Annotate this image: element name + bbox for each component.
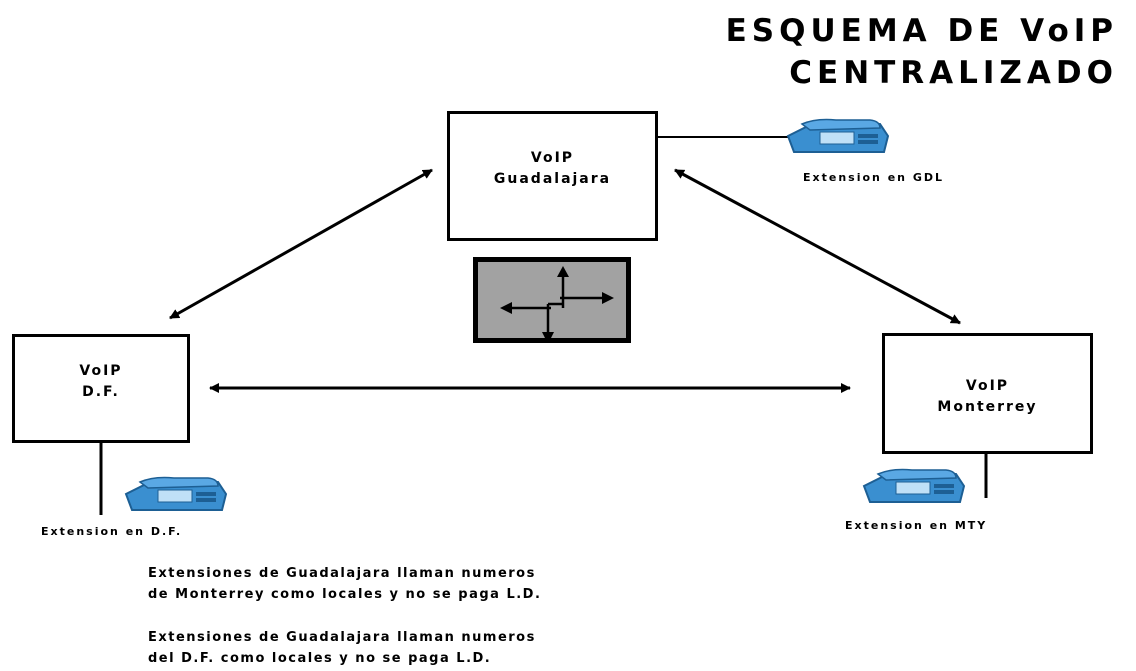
node-label-line-1: VoIP [79,363,123,379]
telephone-icon [124,476,228,511]
link-gdl-df [169,168,433,320]
note-line: Extensiones de Guadalajara llaman numero… [148,566,536,581]
telephone-icon [862,468,966,503]
note-line: de Monterrey como locales y no se paga L… [148,587,542,602]
node-voip-monterrey: VoIP Monterrey [882,333,1093,454]
node-voip-df: VoIP D.F. [12,334,190,443]
title-line-1: ESQUEMA DE VoIP [725,13,1118,49]
note-line: Extensiones de Guadalajara llaman numero… [148,630,536,645]
node-label-line-2: D.F. [82,384,120,400]
extension-label-gdl: Extension en GDL [803,171,944,184]
note-gdl-monterrey: Extensiones de Guadalajara llaman numero… [148,563,541,605]
extension-label-mty: Extension en MTY [845,519,988,532]
node-label-line-1: VoIP [530,150,575,166]
title-line-2: CENTRALIZADO [789,55,1118,91]
node-voip-guadalajara: VoIP Guadalajara [447,111,658,241]
link-gdl-mty [674,168,961,325]
note-line: del D.F. como locales y no se paga L.D. [148,651,492,666]
extension-label-df: Extension en D.F. [41,525,183,538]
router-icon [473,257,631,343]
note-gdl-df: Extensiones de Guadalajara llaman numero… [148,627,536,669]
node-label-line-2: Guadalajara [493,171,612,187]
telephone-icon [786,118,890,153]
node-label-line-2: Monterrey [937,399,1038,415]
diagram-title: ESQUEMA DE VoIP CENTRALIZADO [678,10,1118,94]
node-label-line-1: VoIP [965,378,1010,394]
